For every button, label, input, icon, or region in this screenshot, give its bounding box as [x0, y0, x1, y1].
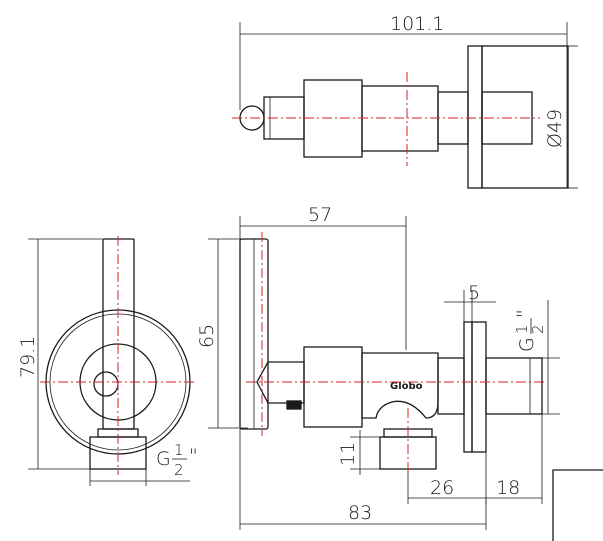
- dim-inlet-thread-g: G: [156, 448, 171, 470]
- dim-flange-projection: 18: [496, 477, 520, 499]
- dim-overall-length-top: 101.1: [390, 13, 444, 35]
- stem-circle: [93, 371, 119, 397]
- outlet-thread-top: [481, 91, 533, 145]
- dim-inlet-thread-inch: ": [189, 445, 198, 467]
- flange-front: [463, 321, 473, 453]
- flange-rear-front: [471, 321, 487, 453]
- dim-side-height: 79.1: [17, 336, 39, 378]
- side-view: 79.1 G 1 2 ": [17, 236, 198, 486]
- top-view: 101.1 Ø49: [232, 13, 578, 189]
- dim-outlet-thread-num: 1: [513, 324, 531, 334]
- outlet-thread-front: [485, 357, 543, 415]
- dim-flange-thickness: 5: [468, 282, 480, 304]
- dim-flange-diameter: Ø49: [544, 109, 566, 148]
- dim-overall-length-front: 83: [348, 502, 372, 524]
- dim-handle-height: 65: [196, 324, 218, 348]
- valve-body-front: [303, 346, 363, 428]
- brand-logo: Globo: [390, 381, 423, 392]
- flange-top: [467, 45, 483, 189]
- dim-inlet-thread-num: 1: [174, 441, 184, 459]
- dim-body-to-flange: 26: [430, 477, 454, 499]
- dim-handle-offset: 57: [308, 204, 332, 226]
- dim-outlet-height: 11: [337, 442, 359, 466]
- valve-collar-front: [437, 357, 465, 415]
- lock-screw: [286, 400, 302, 410]
- front-view: 57 65 Globo 5 G 1: [196, 204, 603, 541]
- valve-housing-front: [361, 352, 439, 419]
- dim-outlet-thread-g: G: [516, 337, 538, 352]
- dim-inlet-thread-den: 2: [174, 461, 184, 479]
- stem-front: [256, 361, 305, 404]
- wall-corner: [552, 469, 603, 541]
- dim-outlet-thread-inch: ": [513, 309, 535, 318]
- dim-outlet-thread-den: 2: [529, 324, 547, 334]
